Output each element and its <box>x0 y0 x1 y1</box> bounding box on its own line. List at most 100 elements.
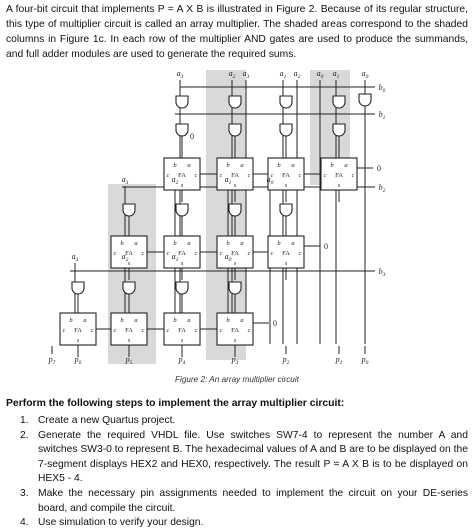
and-gate <box>122 281 136 295</box>
b-label: b0 <box>379 83 386 94</box>
step-text: Create a new Quartus project. <box>38 415 176 426</box>
step-item: 1.Create a new Quartus project. <box>6 414 468 429</box>
fa-pin-ci: c <box>195 328 198 334</box>
a-label: a1 <box>172 252 179 263</box>
fa-pin-s: s <box>128 337 131 344</box>
and-gate <box>228 123 242 137</box>
fa-pin-b: b <box>226 162 230 169</box>
fa-pin-s: s <box>338 182 341 189</box>
p-label: p2 <box>282 355 290 364</box>
a-label: a2 <box>122 252 129 263</box>
fa-pin-s: s <box>128 260 131 267</box>
a-label: a3 <box>72 252 79 263</box>
step-text: Generate the required VHDL file. Use swi… <box>38 429 468 485</box>
full-adder-box <box>216 157 254 191</box>
fa-label: FA <box>125 250 133 257</box>
fa-pin-s: s <box>234 337 237 344</box>
fa-pin-co: c <box>114 328 117 334</box>
fa-label: FA <box>282 250 290 257</box>
and-gate <box>228 203 242 217</box>
fa-pin-b: b <box>226 317 230 324</box>
fa-label: FA <box>178 327 186 334</box>
fa-pin-co: c <box>220 173 223 179</box>
fa-pin-a: a <box>187 162 190 169</box>
fa-pin-co: c <box>220 328 223 334</box>
step-number: 2. <box>20 429 29 441</box>
fa-pin-s: s <box>181 260 184 267</box>
fa-pin-b: b <box>330 162 334 169</box>
fa-pin-co: c <box>167 328 170 334</box>
fa-pin-s: s <box>234 182 237 189</box>
step-number: 3. <box>20 487 29 499</box>
fa-pin-co: c <box>271 251 274 257</box>
input-zero: 0 <box>190 132 194 141</box>
full-adder-box <box>320 157 358 191</box>
and-gate <box>71 281 85 295</box>
fa-label: FA <box>282 172 290 179</box>
full-adder-box <box>163 312 201 346</box>
fa-pin-ci: c <box>142 251 145 257</box>
step-item: 4.Use simulation to verify your design. <box>6 516 468 531</box>
p-label: p5 <box>125 355 133 364</box>
a-label: a0 <box>225 252 232 263</box>
and-gate <box>175 123 189 137</box>
fa-pin-b: b <box>69 317 73 324</box>
carry-in-zero: 0 <box>273 319 277 328</box>
fa-label: FA <box>231 327 239 334</box>
and-gate <box>358 93 372 107</box>
shade-column <box>206 70 246 360</box>
fa-pin-a: a <box>134 317 137 324</box>
fa-pin-ci: c <box>91 328 94 334</box>
fa-pin-co: c <box>63 328 66 334</box>
step-text: Use simulation to verify your design. <box>38 517 204 529</box>
steps-heading: Perform the following steps to implement… <box>6 398 345 409</box>
a-label: a0 <box>317 69 324 80</box>
and-gate <box>332 123 346 137</box>
p-label: p1 <box>335 355 343 364</box>
and-gate <box>122 203 136 217</box>
fa-pin-ci: c <box>142 328 145 334</box>
full-adder-box <box>163 235 201 269</box>
fa-pin-b: b <box>277 162 281 169</box>
and-gate <box>175 281 189 295</box>
fa-pin-ci: c <box>195 173 198 179</box>
fa-pin-a: a <box>344 162 347 169</box>
fa-pin-a: a <box>240 162 243 169</box>
fa-label: FA <box>74 327 82 334</box>
full-adder-box <box>216 312 254 346</box>
and-gate <box>175 203 189 217</box>
fa-pin-ci: c <box>195 251 198 257</box>
fa-pin-a: a <box>187 317 190 324</box>
full-adder-box <box>267 157 305 191</box>
a-label: a3 <box>122 175 129 186</box>
fa-pin-b: b <box>173 317 177 324</box>
full-adder-box <box>267 235 305 269</box>
steps-list: 1.Create a new Quartus project. 2. Genera… <box>6 414 468 531</box>
and-gate <box>279 95 293 109</box>
fa-pin-a: a <box>83 317 86 324</box>
a-label: a0 <box>362 69 369 80</box>
step-text: Make the necessary pin assignments neede… <box>38 487 468 514</box>
fa-pin-ci: c <box>299 251 302 257</box>
fa-pin-s: s <box>285 182 288 189</box>
a-label: a2 <box>294 69 301 80</box>
full-adder-box <box>216 235 254 269</box>
fa-pin-co: c <box>167 173 170 179</box>
full-adders <box>59 157 358 346</box>
fa-pin-ci: c <box>299 173 302 179</box>
carry-in-zero: 0 <box>377 164 381 173</box>
full-adder-box <box>59 312 97 346</box>
fa-pin-a: a <box>240 317 243 324</box>
a-label: a1 <box>333 69 340 80</box>
full-adder-box <box>110 235 148 269</box>
b-label: b2 <box>379 183 386 194</box>
fa-pin-a: a <box>134 240 137 247</box>
fa-pin-a: a <box>187 240 190 247</box>
a-label: a3 <box>243 69 250 80</box>
and-gate <box>175 95 189 109</box>
fa-pin-co: c <box>271 173 274 179</box>
b-label: b3 <box>379 267 386 278</box>
fa-pin-ci: c <box>248 173 251 179</box>
fa-pin-a: a <box>291 162 294 169</box>
fa-pin-ci: c <box>248 251 251 257</box>
